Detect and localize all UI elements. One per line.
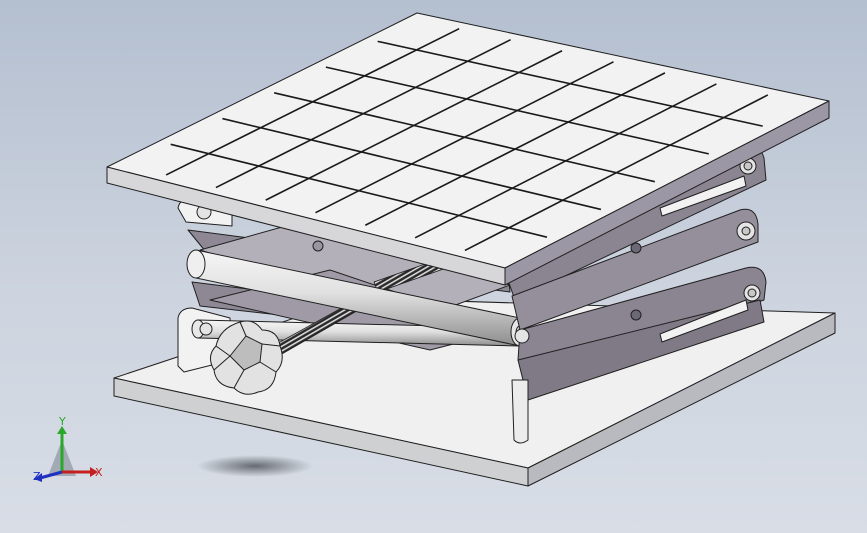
z-axis-label: Z	[33, 470, 41, 483]
grid-line	[325, 66, 709, 155]
grid-line	[273, 92, 656, 183]
z-axis-arrow	[39, 470, 63, 480]
floor-shadow	[197, 455, 313, 477]
adjustment-knob[interactable]	[210, 320, 283, 395]
grid-line	[170, 143, 548, 238]
top-plate[interactable]	[106, 12, 830, 286]
y-axis-arrowhead	[57, 426, 67, 434]
z-axis-arrowhead	[34, 473, 42, 482]
grid-line	[222, 117, 602, 211]
x-axis-arrowhead	[90, 467, 98, 477]
orientation-triad[interactable]	[30, 418, 110, 488]
front-scissor-arms[interactable]	[312, 146, 767, 444]
x-axis-label: X	[95, 466, 103, 479]
top-plate-grid	[165, 27, 769, 252]
grid-line	[377, 40, 763, 127]
y-axis-label: Y	[59, 415, 66, 428]
